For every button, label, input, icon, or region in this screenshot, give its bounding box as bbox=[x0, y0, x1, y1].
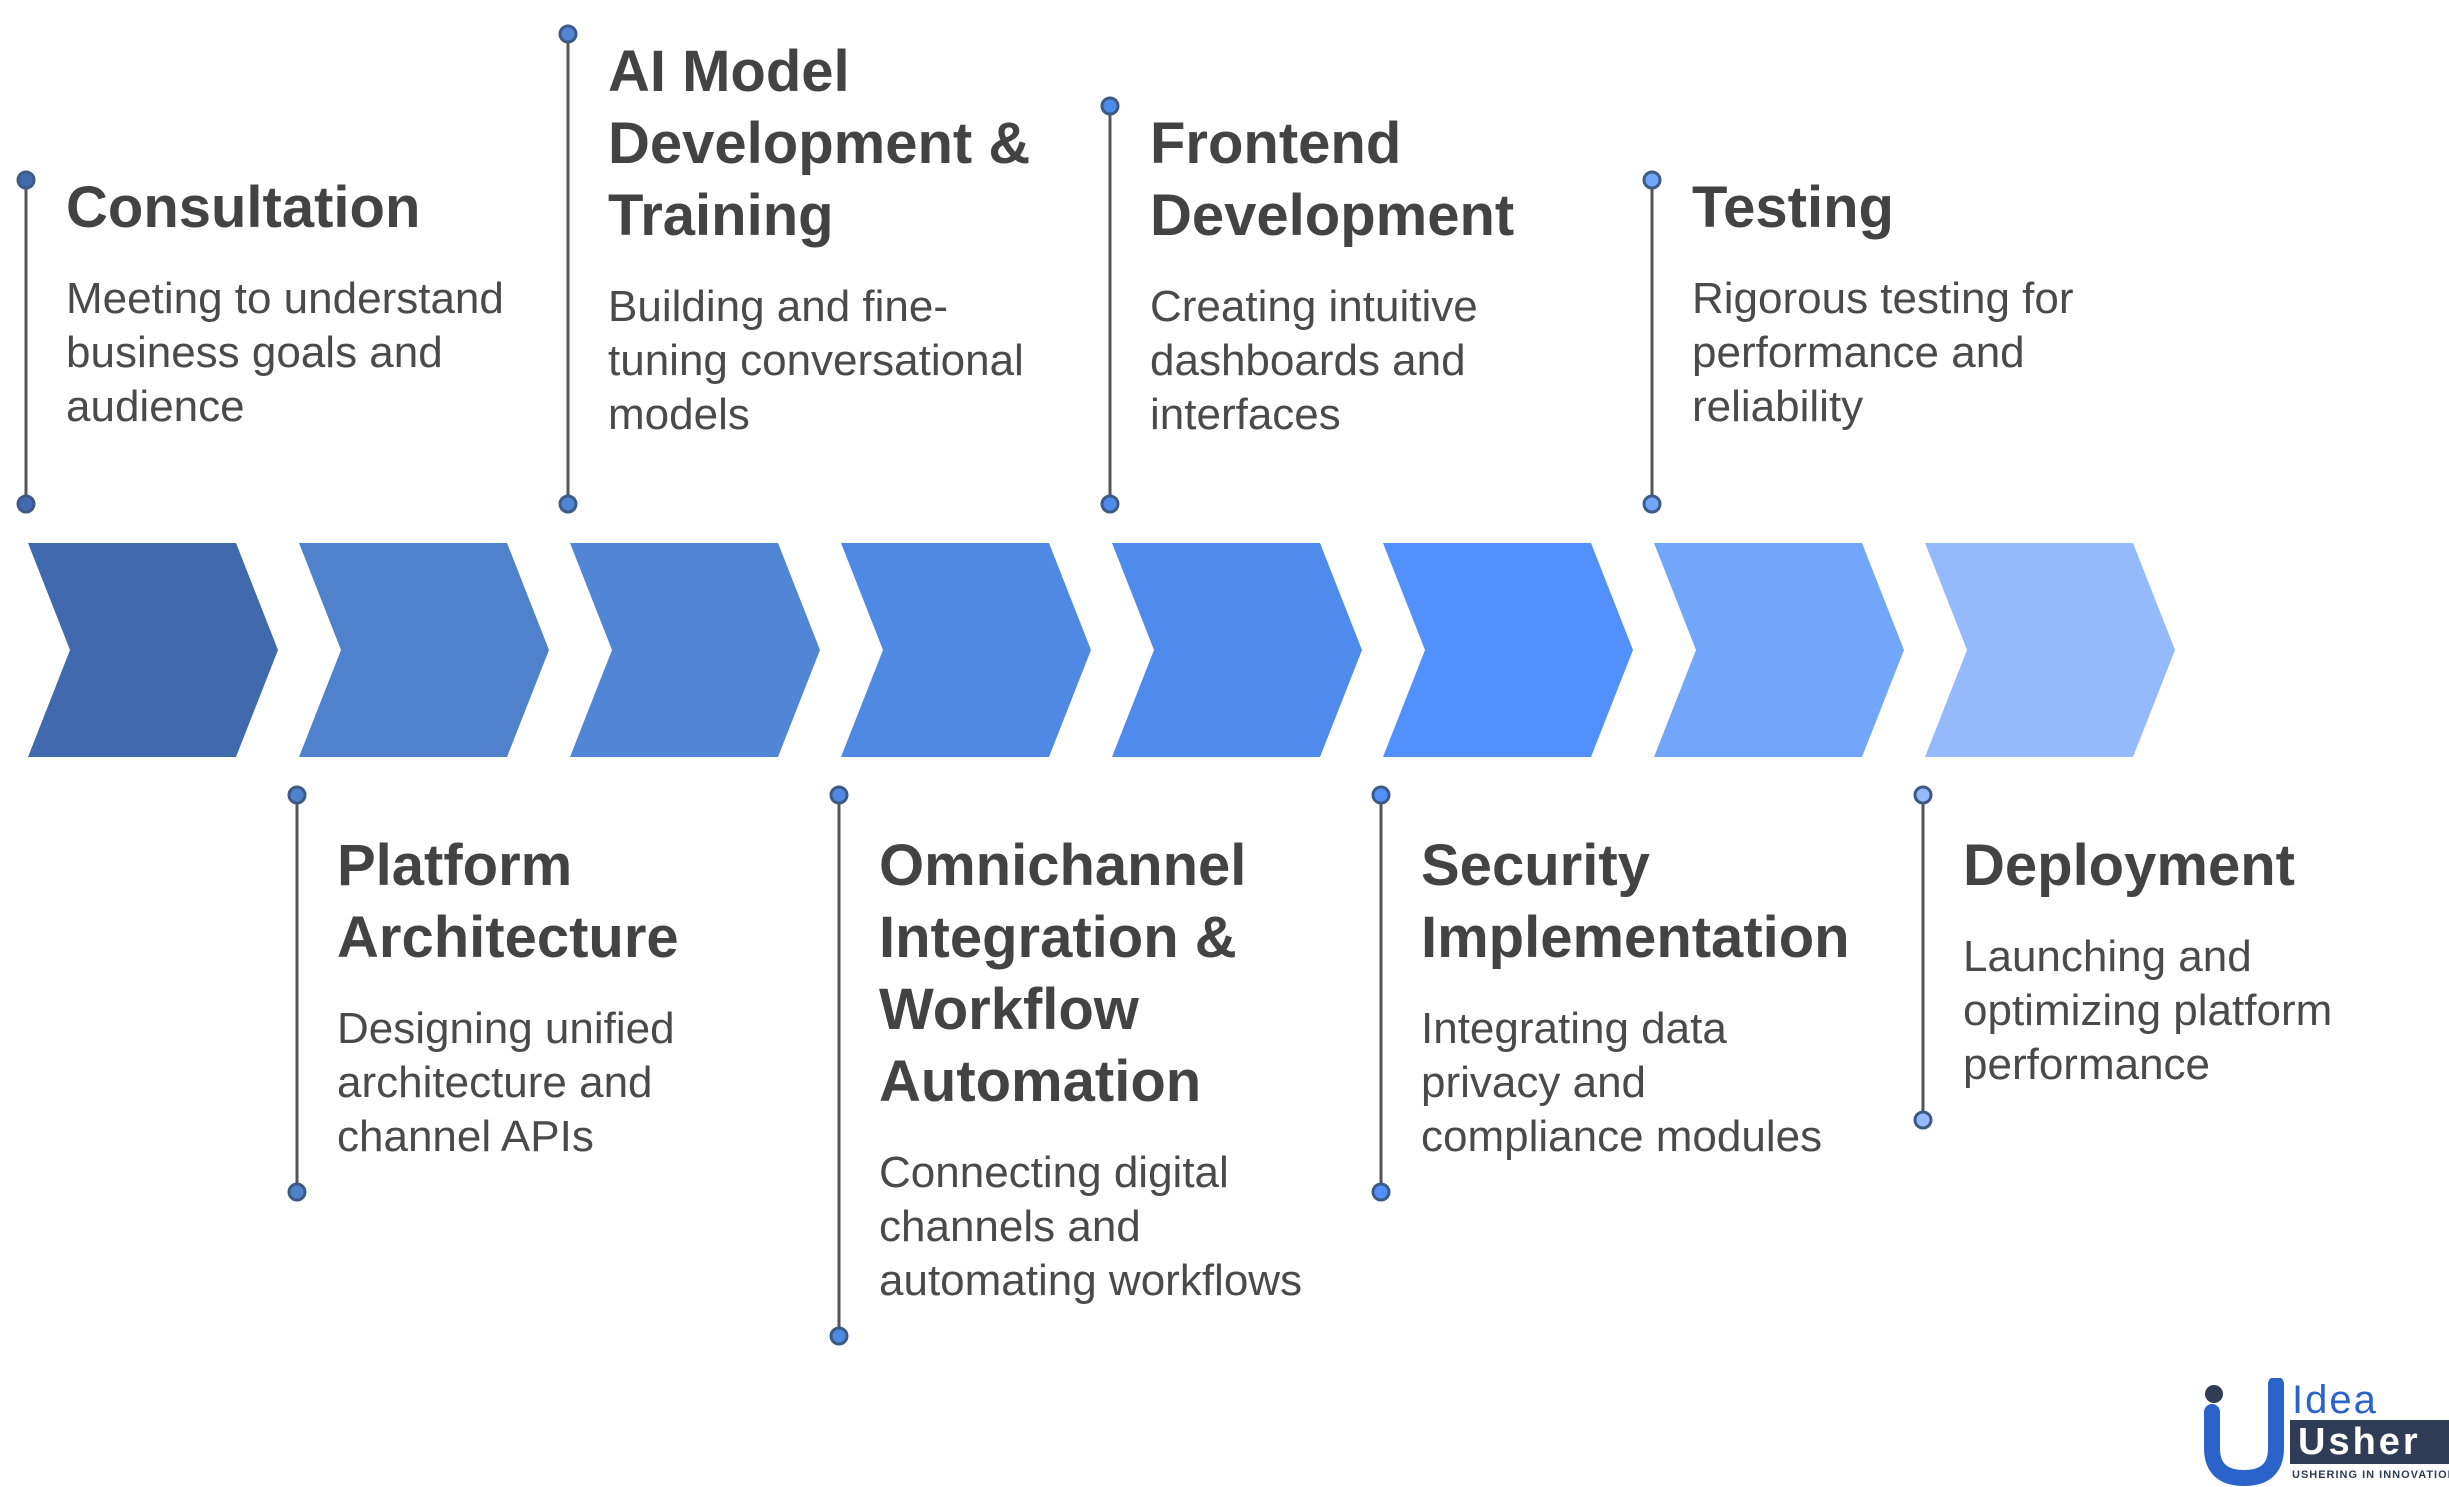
step-title-3: AI Model Development & Training bbox=[608, 39, 1031, 248]
step-title-8: Deployment bbox=[1963, 833, 2295, 898]
connector-dot-6-start bbox=[1371, 785, 1391, 805]
chevron-step-3 bbox=[570, 543, 820, 757]
step-title-2: Platform Architecture bbox=[337, 833, 679, 970]
step-title-7: Testing bbox=[1692, 175, 1894, 240]
connector-dot-4-end bbox=[829, 1326, 849, 1346]
connector-dot-8-end bbox=[1913, 1110, 1933, 1130]
step-description-7: Rigorous testing for performance and rel… bbox=[1692, 274, 2074, 431]
connector-dot-7-end bbox=[1642, 494, 1662, 514]
step-title-1: Consultation bbox=[66, 175, 421, 240]
connector-dot-7-start bbox=[1642, 170, 1662, 190]
connector-dot-2-end bbox=[287, 1182, 307, 1202]
connector-dot-2-start bbox=[287, 785, 307, 805]
chevron-step-8 bbox=[1925, 543, 2175, 757]
step-title-4: Omnichannel Integration & Workflow Autom… bbox=[879, 833, 1247, 1114]
step-description-8: Launching and optimizing platform perfor… bbox=[1963, 932, 2333, 1089]
step-description-1: Meeting to understand business goals and… bbox=[66, 274, 504, 431]
connector-dot-4-start bbox=[829, 785, 849, 805]
logo-u-icon bbox=[2204, 1376, 2284, 1487]
connector-dot-3-end bbox=[558, 494, 578, 514]
chevron-step-4 bbox=[841, 543, 1091, 757]
chevron-step-5 bbox=[1112, 543, 1362, 757]
idea-usher-logo: Idea Usher USHERING IN INNOVATION bbox=[2200, 1376, 2449, 1487]
connector-dot-5-end bbox=[1100, 494, 1120, 514]
connector-dot-8-start bbox=[1913, 785, 1933, 805]
step-description-4: Connecting digital channels and automati… bbox=[879, 1148, 1303, 1305]
chevron-step-7 bbox=[1654, 543, 1904, 757]
connector-dot-1-start bbox=[16, 170, 36, 190]
connector-dot-1-end bbox=[16, 494, 36, 514]
chevron-step-6 bbox=[1383, 543, 1633, 757]
logo-idea-text: Idea bbox=[2292, 1378, 2378, 1422]
connector-dot-3-start bbox=[558, 24, 578, 44]
step-title-5: Frontend Development bbox=[1150, 111, 1515, 248]
chevron-step-2 bbox=[299, 543, 549, 757]
logo-tagline: USHERING IN INNOVATION bbox=[2292, 1469, 2449, 1481]
step-description-2: Designing unified architecture and chann… bbox=[337, 1004, 675, 1161]
chevron-step-1 bbox=[28, 543, 278, 757]
connector-dot-6-end bbox=[1371, 1182, 1391, 1202]
logo-usher-text: Usher bbox=[2290, 1420, 2449, 1464]
connector-dot-5-start bbox=[1100, 96, 1120, 116]
step-description-3: Building and fine- tuning conversational… bbox=[608, 282, 1024, 439]
step-description-6: Integrating data privacy and compliance … bbox=[1421, 1004, 1823, 1161]
step-description-5: Creating intuitive dashboards and interf… bbox=[1150, 282, 1478, 439]
step-title-6: Security Implementation bbox=[1421, 833, 1850, 970]
